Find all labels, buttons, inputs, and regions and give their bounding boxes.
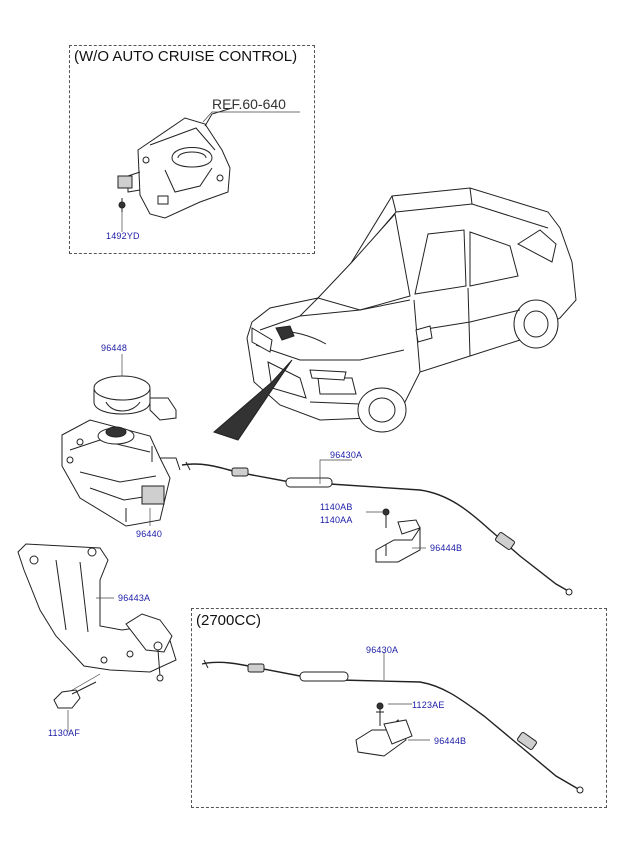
clip-96444b-bottom-drawing xyxy=(355,702,413,757)
part-label-96448: 96448 xyxy=(101,343,128,353)
part-label-1123ae: 1123AE xyxy=(412,700,445,710)
engine-2700cc-box: (2700CC) xyxy=(191,608,607,808)
cover-96448-drawing xyxy=(93,375,177,421)
part-label-96443a: 96443A xyxy=(118,593,151,603)
part-label-96430a-top: 96430A xyxy=(330,450,363,460)
part-label-96440: 96440 xyxy=(136,529,163,539)
reference-label: REF.60-640 xyxy=(212,96,286,112)
wo-cruise-control-box: (W/O AUTO CRUISE CONTROL) xyxy=(69,45,315,254)
leader-lines xyxy=(67,111,430,741)
clip-96444b-top-drawing xyxy=(375,508,421,563)
actuator-96440-drawing xyxy=(61,419,181,527)
vehicle-drawing xyxy=(213,187,577,441)
part-label-1140ab: 1140AB xyxy=(320,502,353,512)
cable-96430a-top-drawing xyxy=(181,461,573,596)
bracket-assembly-drawing xyxy=(117,107,233,219)
wo-cruise-control-title: (W/O AUTO CRUISE CONTROL) xyxy=(74,48,298,65)
part-label-1130af: 1130AF xyxy=(48,728,81,738)
bracket-96443a-drawing xyxy=(17,543,177,682)
engine-2700cc-title: (2700CC) xyxy=(196,612,262,629)
part-label-96444b-bottom: 96444B xyxy=(434,736,467,746)
bolt-1492yd xyxy=(118,198,126,228)
part-label-96430a-bottom: 96430A xyxy=(366,645,399,655)
cable-96430a-bottom-drawing xyxy=(201,659,584,794)
part-label-1140aa: 1140AA xyxy=(320,515,353,525)
bolt-1130af-drawing xyxy=(53,673,101,709)
part-label-1492yd: 1492YD xyxy=(106,231,140,241)
part-label-96444b-top: 96444B xyxy=(430,543,463,553)
